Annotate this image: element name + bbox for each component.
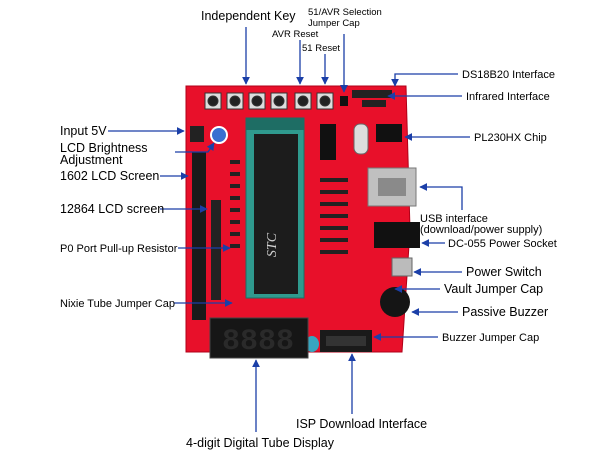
label-51-reset: 51 Reset <box>302 43 341 54</box>
label-infrared: Infrared Interface <box>466 91 550 103</box>
label-nixie-jumper: Nixie Tube Jumper Cap <box>60 298 175 310</box>
label-usb-2: (download/power supply) <box>420 224 543 236</box>
label-ds18b20: DS18B20 Interface <box>462 69 555 81</box>
label-avr-reset: AVR Reset <box>272 29 319 40</box>
buzzer <box>380 287 410 317</box>
digital-tube <box>209 317 309 359</box>
label-dc055: DC-055 Power Socket <box>448 238 557 250</box>
label-1602-lcd: 1602 LCD Screen <box>60 169 160 183</box>
label-buzzer-jumper: Buzzer Jumper Cap <box>442 332 540 344</box>
chip-text: STC <box>265 232 280 257</box>
label-lcd-brightness: LCD Brightness <box>60 141 148 155</box>
pl230hx-chip <box>376 124 402 142</box>
lcd12864-header <box>211 200 221 300</box>
mcu-chip <box>254 134 298 294</box>
independent-keys <box>204 92 334 110</box>
label-lcd-brightness-2: Adjustment <box>60 153 123 167</box>
brightness-pot <box>210 126 228 144</box>
label-independent-key: Independent Key <box>201 9 296 23</box>
label-isp: ISP Download Interface <box>296 417 428 431</box>
label-p0-pullup: P0 Port Pull-up Resistor <box>60 243 178 255</box>
label-input-5v: Input 5V <box>60 124 107 138</box>
power-switch <box>391 257 413 277</box>
label-jumper-cap: Jumper Cap <box>308 18 360 29</box>
label-power-switch: Power Switch <box>466 265 542 279</box>
dc-jack <box>374 222 420 248</box>
label-12864-lcd: 12864 LCD screen <box>60 202 165 216</box>
label-vault-jumper: Vault Jumper Cap <box>444 282 544 296</box>
display-digits: 8888 <box>222 325 294 359</box>
label-pl230hx: PL230HX Chip <box>474 132 547 144</box>
lcd-header <box>192 152 206 320</box>
label-usb: USB interface <box>420 213 488 225</box>
label-passive-buzzer: Passive Buzzer <box>462 305 549 319</box>
label-avr-selection: 51/AVR Selection <box>308 7 382 18</box>
label-digital-tube: 4-digit Digital Tube Display <box>186 436 334 450</box>
